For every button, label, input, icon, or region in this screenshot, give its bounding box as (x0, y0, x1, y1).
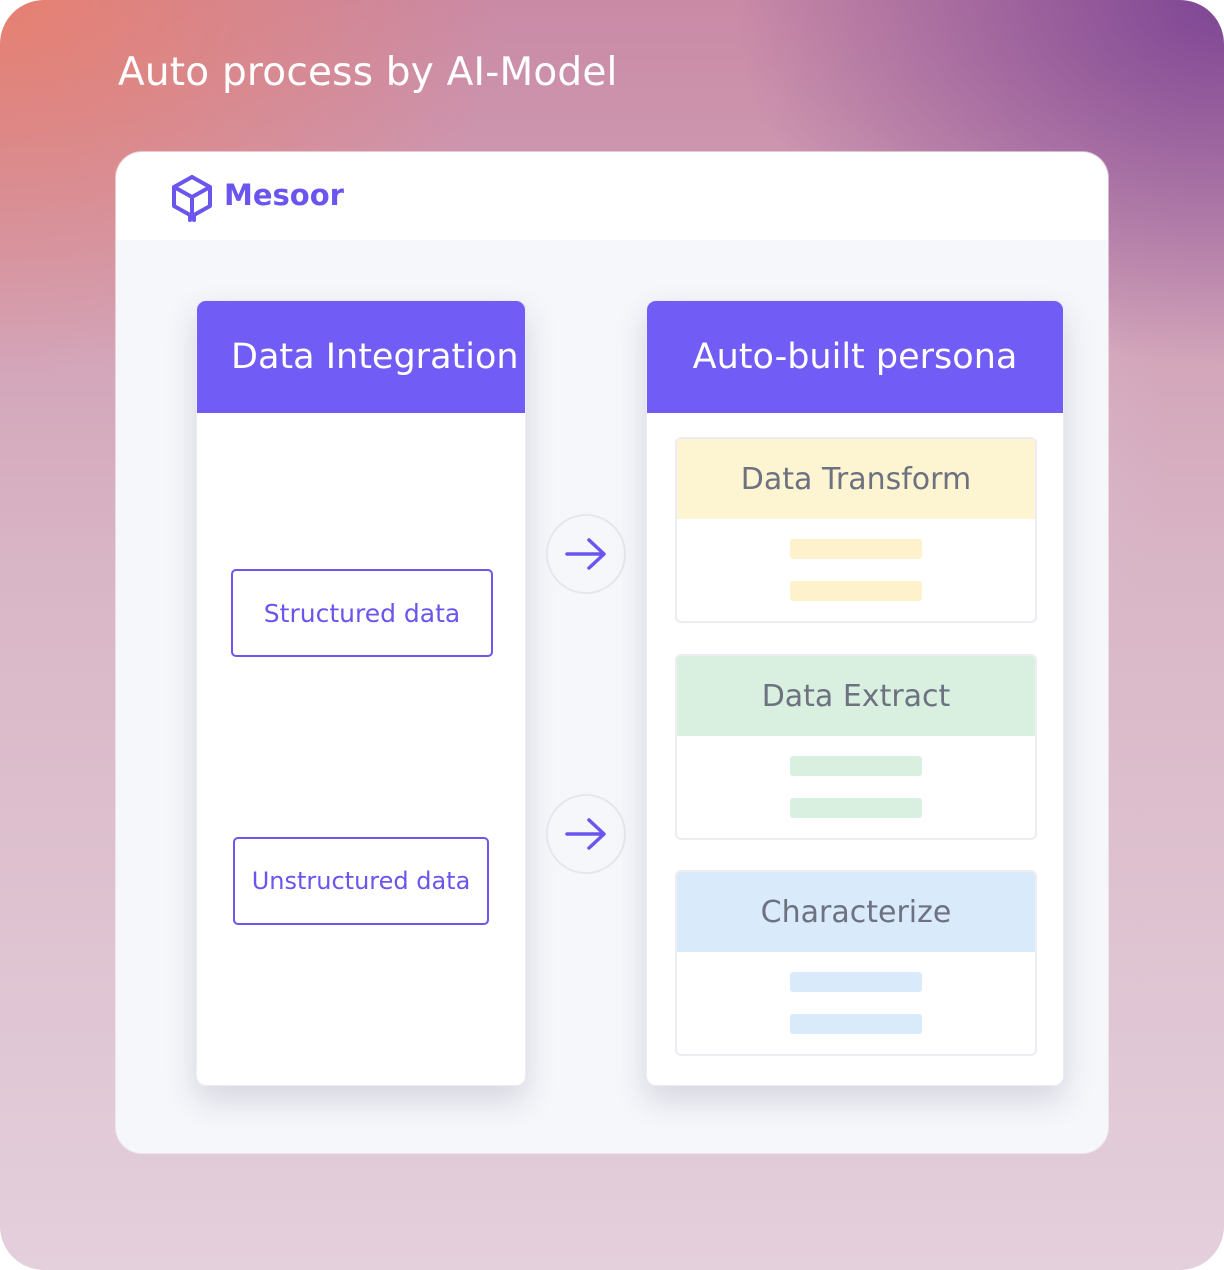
connector-arrow-2 (546, 794, 626, 874)
data-integration-panel: Data Integration Structured data Unstruc… (196, 300, 526, 1086)
placeholder-bar (790, 539, 922, 559)
placeholder-bar (790, 798, 922, 818)
placeholder-bar (790, 1014, 922, 1034)
page-title: Auto process by AI-Model (118, 50, 618, 95)
placeholder-bar (790, 581, 922, 601)
auto-built-persona-panel: Auto-built persona Data Transform Data E… (646, 300, 1064, 1086)
auto-built-persona-title: Auto-built persona (647, 301, 1063, 413)
data-extract-card[interactable]: Data Extract (675, 654, 1037, 840)
app-window: Mesoor Data Integration Structured data … (116, 152, 1108, 1153)
data-transform-card[interactable]: Data Transform (675, 437, 1037, 623)
placeholder-bar (790, 756, 922, 776)
window-header: Mesoor (116, 152, 1108, 240)
data-transform-label: Data Transform (677, 439, 1035, 519)
brand-name: Mesoor (224, 178, 344, 212)
connector-arrow-1 (546, 514, 626, 594)
arrow-right-icon (565, 538, 606, 570)
characterize-label: Characterize (677, 872, 1035, 952)
data-integration-title: Data Integration (197, 301, 525, 413)
data-extract-label: Data Extract (677, 656, 1035, 736)
unstructured-data-box[interactable]: Unstructured data (233, 837, 489, 925)
arrow-right-icon (565, 818, 606, 850)
structured-data-box[interactable]: Structured data (231, 569, 493, 657)
placeholder-bar (790, 972, 922, 992)
characterize-card[interactable]: Characterize (675, 870, 1037, 1056)
cube-tree-icon (172, 175, 212, 222)
